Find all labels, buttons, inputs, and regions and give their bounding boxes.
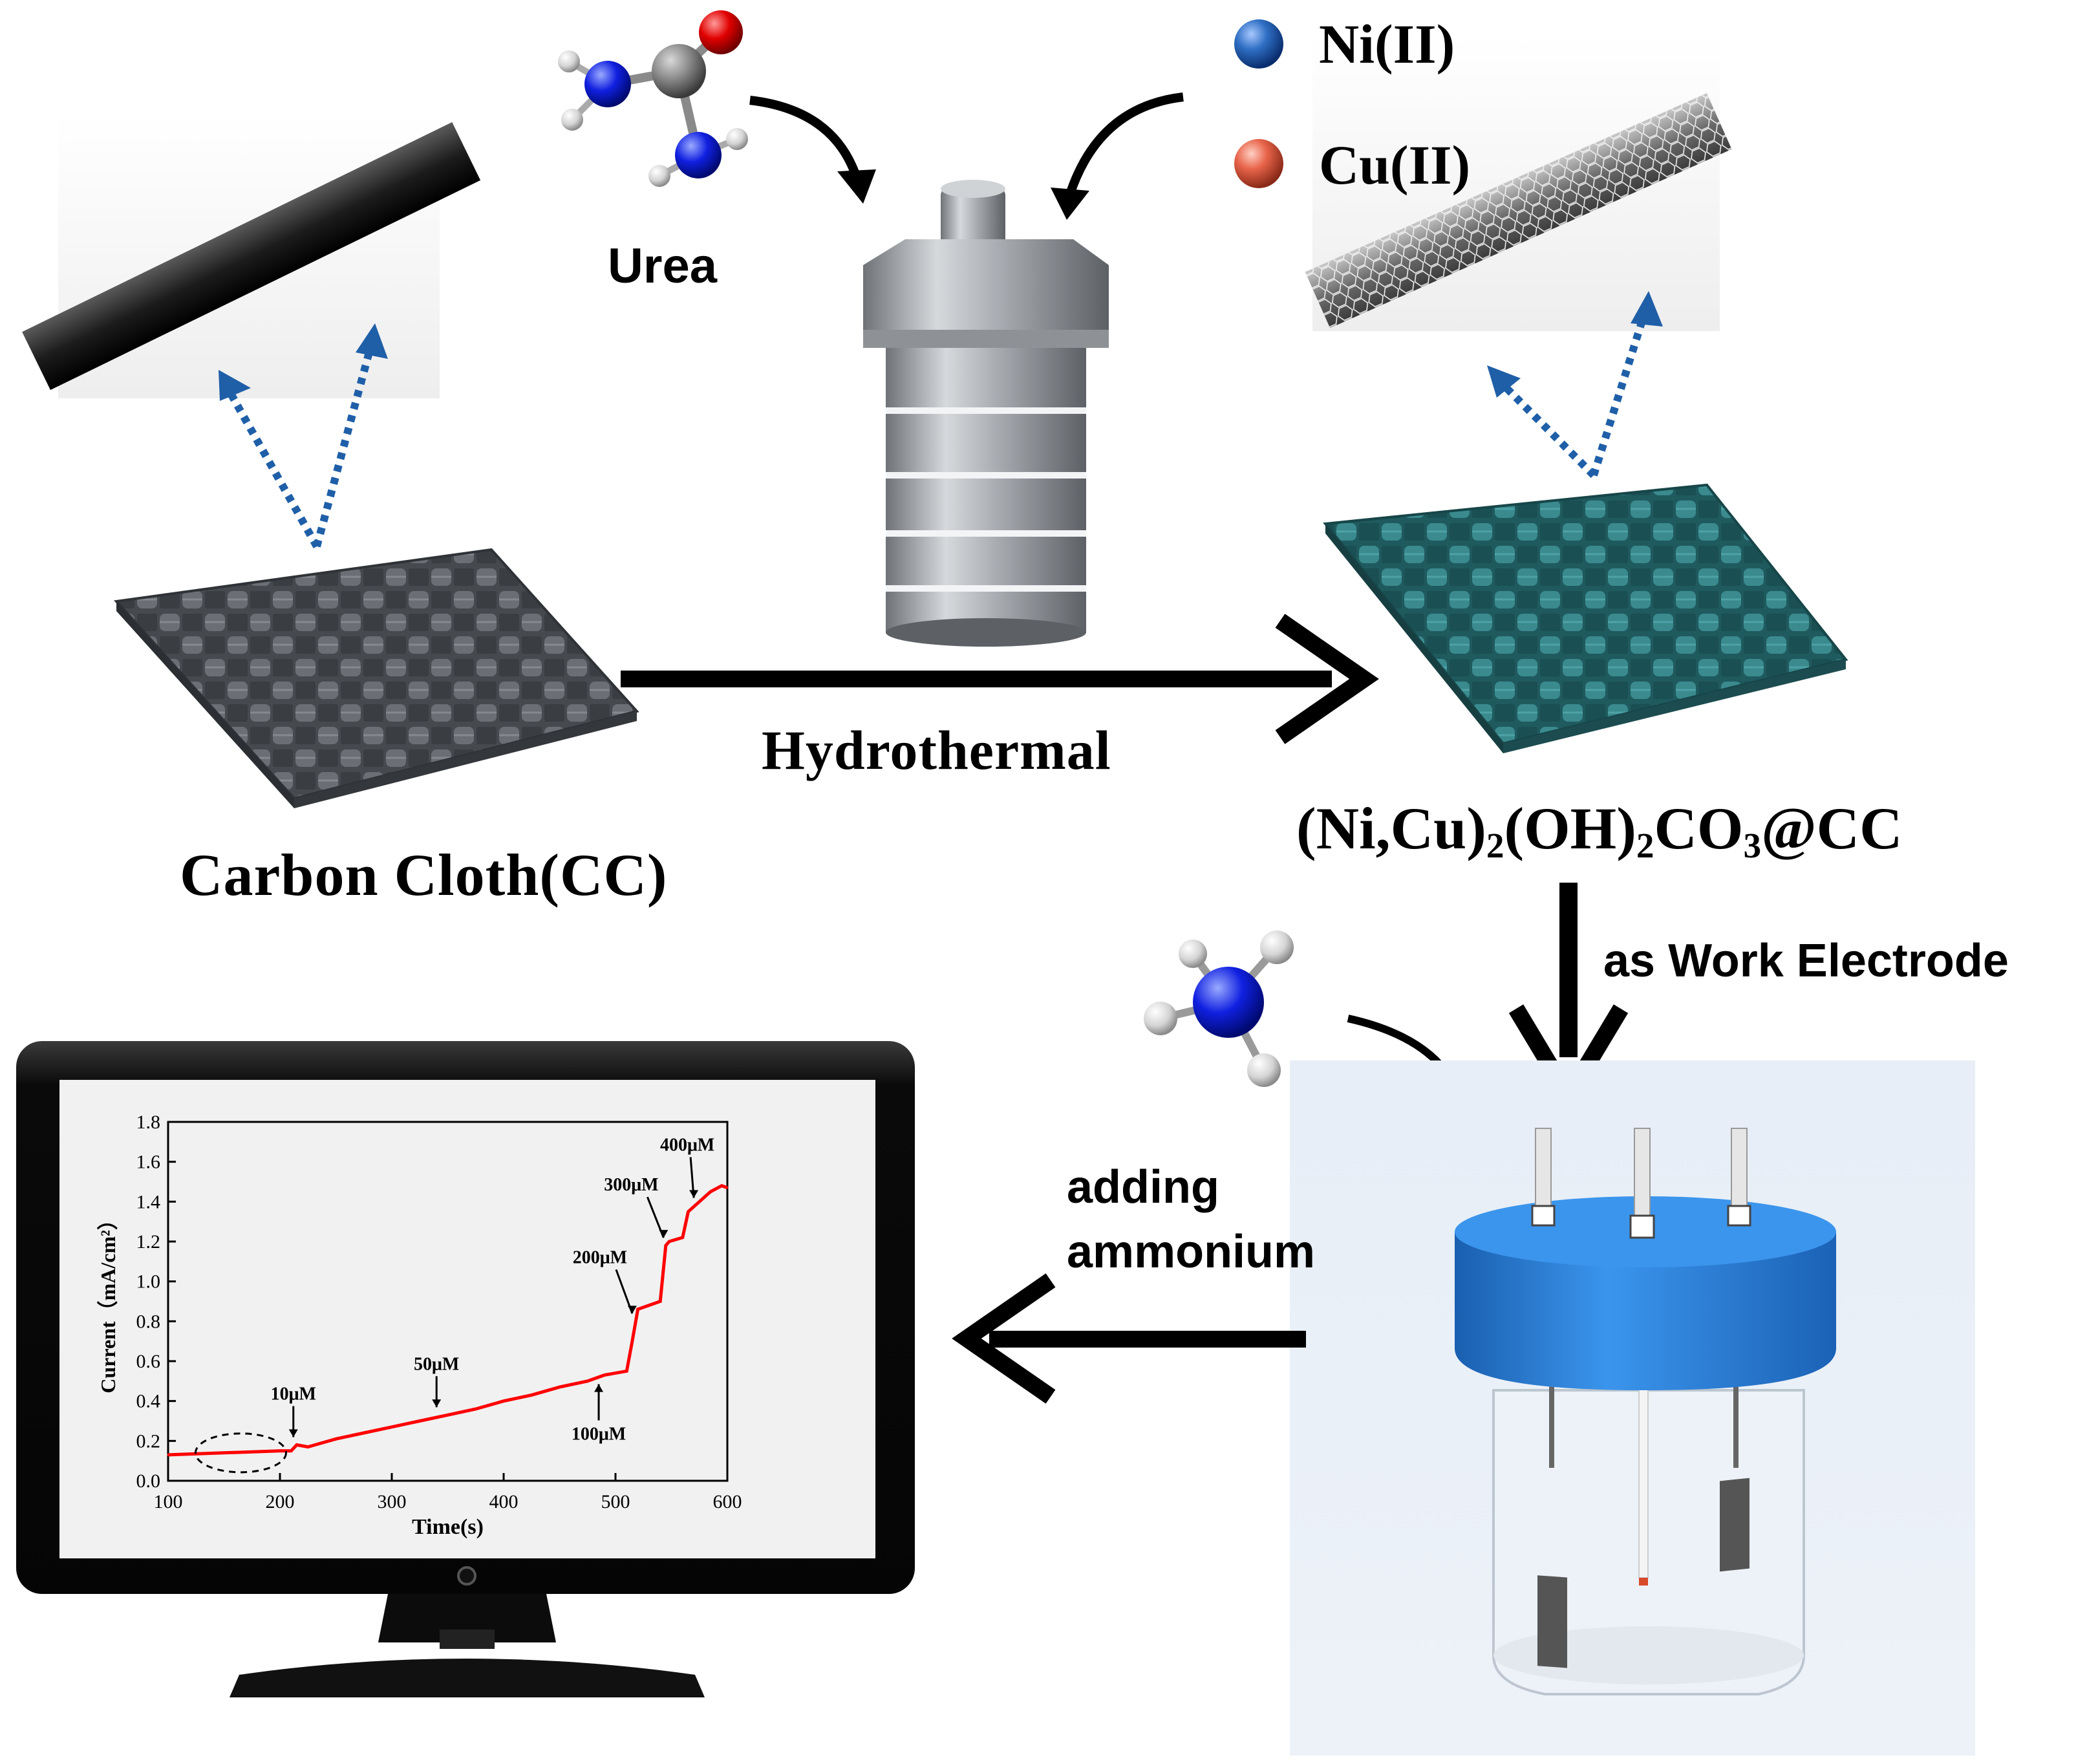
current-data-point [631,1340,634,1342]
ni-ion-label: Ni(II) [1319,13,1455,75]
ions-arrow [1051,92,1184,220]
current-time-chart: 100 200 300 400 500 600 0.0 0.2 0.4 0.6 0.8 1.0 1.2 1… [96,1112,742,1539]
dotted-arrows-left [224,341,376,548]
concentration-annotation: 200μM [573,1247,627,1267]
current-data-point [290,1450,292,1452]
current-data-point [167,1454,169,1456]
concentration-annotation: 300μM [604,1175,658,1195]
work-electrode-label: as Work Electrode [1603,935,2009,987]
y-tick-label: 1.2 [136,1231,161,1253]
dotted-arrows-right [1497,309,1649,479]
product-sub3: 3 [1743,825,1762,865]
product-suffix: @CC [1761,795,1903,861]
current-data-point [502,1400,505,1403]
current-data-point [726,1187,729,1189]
annotation-arrowhead [432,1399,442,1408]
plot-frame [167,1121,729,1482]
current-data-point [295,1444,298,1446]
carbon-cloth-icon [113,548,639,808]
y-tick-label: 0.2 [136,1430,161,1452]
urea-arrow [749,96,876,204]
current-data-point [637,1308,639,1311]
annotation-arrowhead [594,1384,604,1392]
concentration-annotation: 100μM [572,1425,626,1445]
x-tick-label: 400 [489,1491,519,1512]
current-data-point [223,1452,225,1454]
autoclave-icon [863,180,1109,647]
x-tick-label: 100 [154,1491,183,1512]
baseline-highlight-ellipse [194,1432,287,1474]
sem-panel-coated-fiber [1305,34,1732,331]
dotted-arrowheads-right [1487,291,1663,398]
current-data-point [659,1300,661,1302]
current-data-point [586,1380,589,1382]
x-tick-label: 600 [713,1491,742,1512]
current-data-point [698,1200,701,1203]
annotation-arrowhead [627,1306,637,1314]
y-tick-label: 1.8 [136,1112,161,1133]
current-data-point [475,1408,477,1410]
y-axis-label: Current（mA/cm²） [96,1209,120,1393]
annotation-arrowhead [689,1190,699,1198]
y-tick-label: 0.0 [136,1470,161,1492]
carbon-cloth-label: Carbon Cloth(CC) [180,842,668,908]
product-prefix: (Ni,Cu) [1296,795,1486,861]
coated-cloth-icon [1323,483,1848,753]
cu-ion-label: Cu(II) [1319,134,1471,196]
current-data-point [720,1185,723,1187]
current-data-point [687,1210,689,1213]
y-tick-label: 0.8 [136,1311,161,1332]
electrochemical-cell-icon [1290,1060,1975,1756]
x-tick-label: 500 [601,1491,630,1512]
x-tick-label: 200 [266,1491,295,1512]
current-data-point [279,1450,281,1452]
y-tick-label: 0.6 [136,1351,161,1372]
cu-ion-icon [1234,139,1283,188]
current-data-point [391,1426,393,1428]
annotation-arrowhead [659,1230,669,1238]
current-data-point [681,1236,684,1239]
ni-ion-icon [1234,19,1283,69]
current-data-point [530,1393,533,1396]
concentration-annotation: 10μM [271,1384,316,1404]
current-data-point [418,1420,421,1422]
product-mid: (OH) [1504,795,1636,861]
product-label: (Ni,Cu)2(OH)2CO3@CC [1296,794,1903,866]
current-data-point [335,1437,337,1440]
product-sub1: 2 [1486,825,1504,865]
current-data-point [363,1432,365,1434]
y-tick-label: 1.6 [136,1152,161,1173]
annotation-arrowhead [288,1429,298,1437]
sem-panel-bare-fiber [22,114,481,398]
product-co: CO [1654,795,1744,861]
ammonium-molecule-icon [1144,930,1294,1087]
current-data-point [709,1190,712,1193]
y-tick-label: 1.0 [136,1271,161,1293]
to-monitor-arrow [952,1273,1306,1404]
current-data-point [559,1386,561,1388]
hydrothermal-label: Hydrothermal [762,719,1111,781]
monitor-icon [12,1041,915,1697]
current-data-point [668,1240,670,1243]
hydrothermal-arrow [621,614,1379,744]
adding-label-line1: adding [1067,1161,1219,1213]
x-axis-label: Time(s) [412,1515,484,1539]
current-data-point [306,1446,309,1448]
current-data-point [447,1414,449,1416]
current-data-point [665,1244,667,1247]
urea-label: Urea [608,239,717,294]
dotted-arrowheads-left [219,323,388,401]
concentration-annotation: 50μM [414,1354,459,1374]
urea-molecule-icon [558,10,748,187]
adding-label-line2: ammonium [1067,1226,1316,1278]
current-data-point [603,1374,606,1377]
y-tick-label: 0.4 [136,1391,161,1412]
product-sub2: 2 [1636,825,1654,865]
y-tick-label: 1.4 [136,1191,161,1212]
current-data-point [625,1370,628,1372]
concentration-annotation: 400μM [660,1135,714,1156]
x-tick-label: 300 [378,1491,407,1512]
